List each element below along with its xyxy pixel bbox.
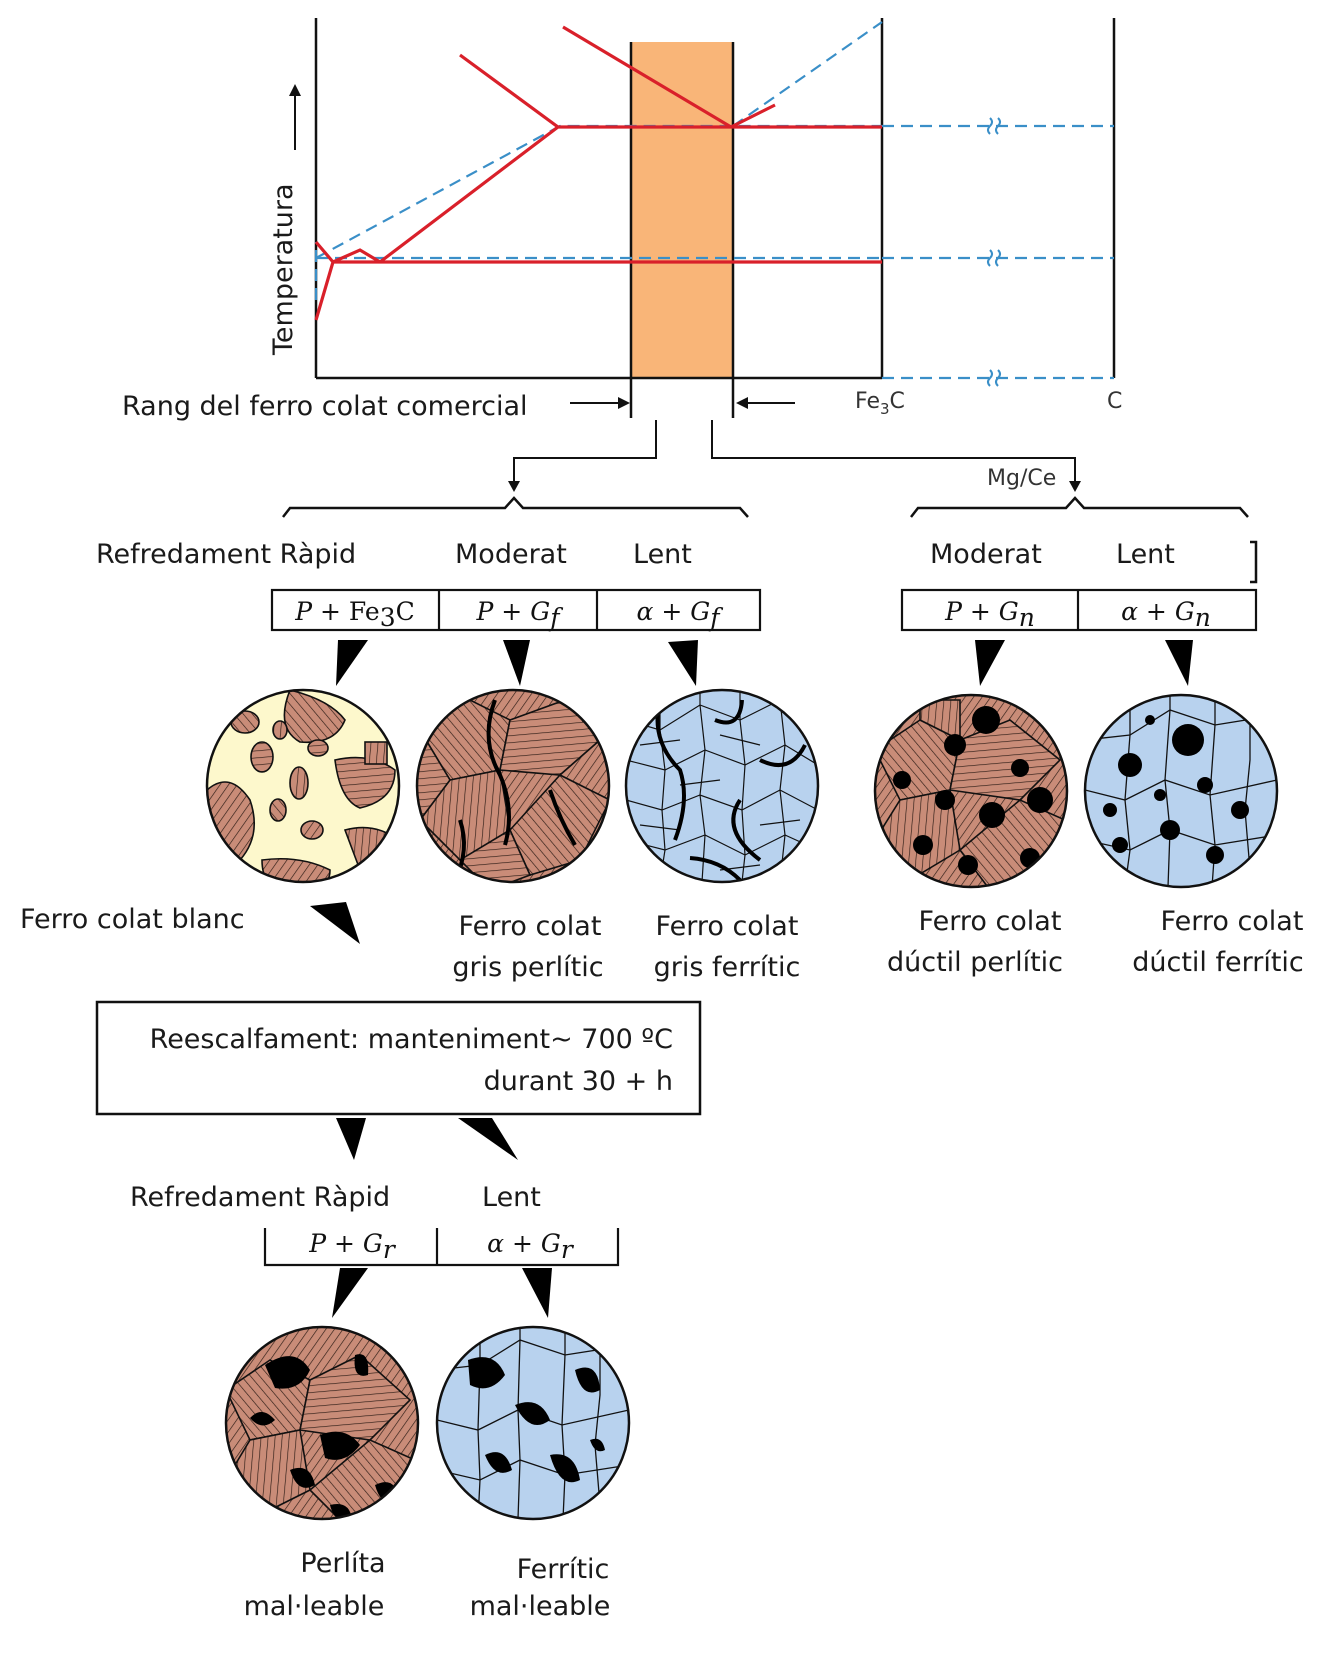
reheat-line-1: Reescalfament: manteniment~ 700 ºC bbox=[150, 1024, 673, 1055]
caption-ductile-ferritic-1: Ferro colat bbox=[1161, 906, 1304, 937]
caption-malleable-pearlitic-1: Perlíta bbox=[300, 1548, 385, 1579]
caption-gray-pearlitic-2: gris perlític bbox=[452, 952, 603, 983]
caption-gray-ferritic-1: Ferro colat bbox=[656, 911, 799, 942]
micrograph-malleable-pearlitic bbox=[224, 1325, 420, 1521]
phase-p-gf: P + Gf bbox=[476, 597, 564, 632]
additive-label: Mg/Ce bbox=[987, 466, 1056, 491]
caption-malleable-ferritic-2: mal·leable bbox=[470, 1591, 611, 1622]
phase-alpha-gf: α + Gf bbox=[637, 597, 724, 632]
ductile-cooling-slow: Lent bbox=[1116, 539, 1175, 570]
cementite-system-lines bbox=[314, 25, 882, 321]
phase-p-gn: P + Gn bbox=[944, 597, 1035, 632]
micrograph-gray-ferritic bbox=[624, 688, 820, 884]
commercial-range-band bbox=[631, 42, 733, 378]
malleable-cooling-rapid: Refredament Ràpid bbox=[130, 1182, 390, 1213]
branch-braces bbox=[282, 496, 1258, 584]
gray-cooling-rapid: Refredament Ràpid bbox=[96, 539, 356, 570]
caption-ductile-pearlitic-1: Ferro colat bbox=[919, 906, 1062, 937]
micrograph-white-cast-iron bbox=[205, 688, 401, 884]
caption-gray-ferritic-2: gris ferrític bbox=[654, 952, 801, 983]
pointer-triangles bbox=[310, 640, 1193, 1318]
caption-ductile-ferritic-2: dúctil ferrític bbox=[1132, 947, 1304, 978]
ductile-phase-table: P + Gn α + Gn bbox=[900, 588, 1258, 632]
micrograph-ductile-ferritic bbox=[1083, 693, 1279, 889]
temperature-label-group: Temperatura bbox=[268, 84, 301, 356]
malleable-cooling-slow: Lent bbox=[482, 1182, 541, 1213]
carbon-label: C bbox=[1107, 389, 1122, 414]
caption-gray-pearlitic-1: Ferro colat bbox=[459, 911, 602, 942]
reheat-line-2: durant 30 + h bbox=[484, 1066, 673, 1097]
phase-p-fe3c: P + Fe3C bbox=[294, 597, 415, 632]
phase-p-gr: P + Gr bbox=[308, 1229, 397, 1264]
micrograph-ductile-pearlitic bbox=[873, 693, 1069, 889]
malleable-phase-table: P + Gr α + Gr bbox=[263, 1228, 620, 1267]
micrograph-gray-pearlitic bbox=[415, 688, 611, 884]
routing-arrowheads bbox=[508, 481, 1081, 492]
phase-alpha-gr: α + Gr bbox=[487, 1229, 575, 1264]
fe3c-label: Fe3C bbox=[855, 389, 905, 418]
micrograph-malleable-ferritic bbox=[435, 1325, 631, 1521]
temperature-arrow-head bbox=[289, 84, 301, 96]
caption-malleable-ferritic-1: Ferrític bbox=[517, 1554, 610, 1585]
routing-connectors bbox=[513, 420, 1076, 485]
range-arrows bbox=[570, 397, 795, 409]
temperature-axis-label: Temperatura bbox=[268, 183, 299, 356]
gray-cooling-moderate: Moderat bbox=[455, 539, 567, 570]
range-label: Rang del ferro colat comercial bbox=[122, 391, 528, 422]
reheat-box: Reescalfament: manteniment~ 700 ºC duran… bbox=[95, 1000, 702, 1116]
gray-phase-table: P + Fe3C P + Gf α + Gf bbox=[270, 588, 762, 632]
caption-malleable-pearlitic-2: mal·leable bbox=[244, 1591, 385, 1622]
caption-white: Ferro colat blanc bbox=[20, 904, 245, 935]
axis-break-symbols bbox=[987, 117, 1001, 387]
caption-ductile-pearlitic-2: dúctil perlític bbox=[887, 947, 1063, 978]
phase-diagram bbox=[314, 18, 1116, 418]
phase-alpha-gn: α + Gn bbox=[1121, 597, 1211, 632]
gray-cooling-slow: Lent bbox=[633, 539, 692, 570]
ductile-cooling-moderate: Moderat bbox=[930, 539, 1042, 570]
